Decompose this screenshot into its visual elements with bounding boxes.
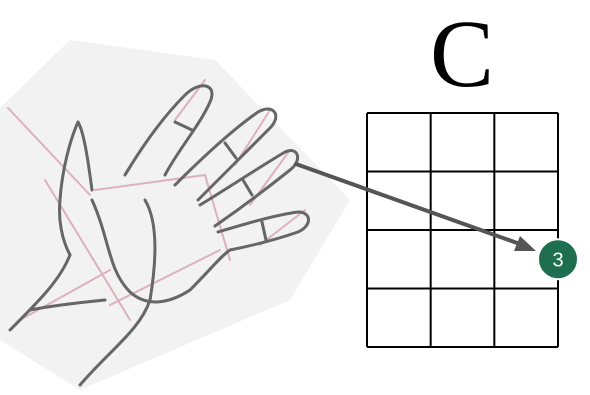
chord-title: C [430, 0, 494, 107]
hand-illustration [0, 40, 350, 390]
finger-number-label: 3 [552, 249, 563, 271]
arrow-head [514, 236, 536, 251]
finger-dots: 3 [538, 239, 578, 279]
chord-fretboard [367, 113, 558, 347]
